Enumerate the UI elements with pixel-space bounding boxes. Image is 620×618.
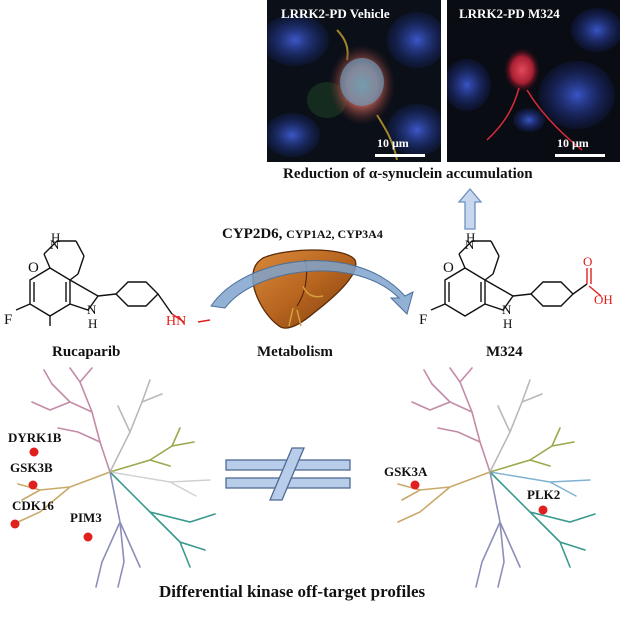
kinase-pim3: PIM3: [70, 510, 102, 525]
panel-vehicle-title: LRRK2-PD Vehicle: [281, 6, 390, 21]
kinome-tree-left: [10, 367, 216, 588]
atom-h: H: [51, 230, 61, 245]
panel-m324-title: LRRK2-PD M324: [459, 6, 560, 21]
reduction-caption: Reduction of α-synuclein accumulation: [283, 166, 533, 182]
kinase-dyrk1b: DYRK1B: [8, 430, 62, 445]
scale-bar: [555, 154, 605, 157]
rucaparib-structure: [15, 240, 211, 326]
kinase-gsk3b: GSK3B: [10, 460, 53, 475]
metabolism-label: Metabolism: [257, 344, 333, 360]
rucaparib-label: Rucaparib: [52, 344, 121, 360]
kinase-cdk16: CDK16: [12, 498, 54, 513]
up-arrow-icon: [458, 188, 482, 230]
atom-o: O: [28, 260, 39, 276]
enzyme-label: CYP2D6, CYP1A2, CYP3A4: [222, 226, 383, 243]
panel-vehicle: LRRK2-PD Vehicle 10 μm: [261, 0, 447, 162]
m324-label: M324: [486, 344, 523, 360]
kinase-plk2: PLK2: [527, 487, 561, 502]
atom-h: H: [466, 230, 476, 245]
scale-bar-label: 10 μm: [377, 136, 409, 150]
atom-o-carbonyl: O: [583, 254, 593, 269]
bottom-caption: Differential kinase off-target profiles: [159, 582, 426, 601]
atom-n: N: [50, 237, 60, 252]
atom-f: F: [4, 312, 13, 328]
kinome-tree-right: [397, 367, 596, 588]
enzyme-minor: CYP1A2, CYP3A4: [286, 227, 383, 241]
atom-n: N: [465, 237, 475, 252]
atom-h: H: [88, 316, 98, 331]
enzyme-main: CYP2D6,: [222, 226, 283, 242]
not-equal-icon: [225, 447, 351, 501]
atom-oh: OH: [594, 292, 613, 307]
atom-f: F: [419, 312, 428, 328]
m324-structure: [430, 240, 602, 317]
atom-h: H: [503, 316, 513, 331]
liver-metabolism-graphic: [210, 249, 414, 329]
atom-o: O: [443, 260, 454, 276]
panel-m324-image: [443, 0, 620, 162]
panel-vehicle-image: [261, 0, 447, 162]
kinase-gsk3a: GSK3A: [384, 464, 428, 479]
panel-m324: LRRK2-PD M324 10 μm: [443, 0, 620, 162]
atom-n: N: [87, 302, 97, 317]
scale-bar: [375, 154, 425, 157]
atom-hn: HN: [166, 314, 187, 329]
atom-n: N: [502, 302, 512, 317]
scale-bar-label: 10 μm: [557, 136, 589, 150]
